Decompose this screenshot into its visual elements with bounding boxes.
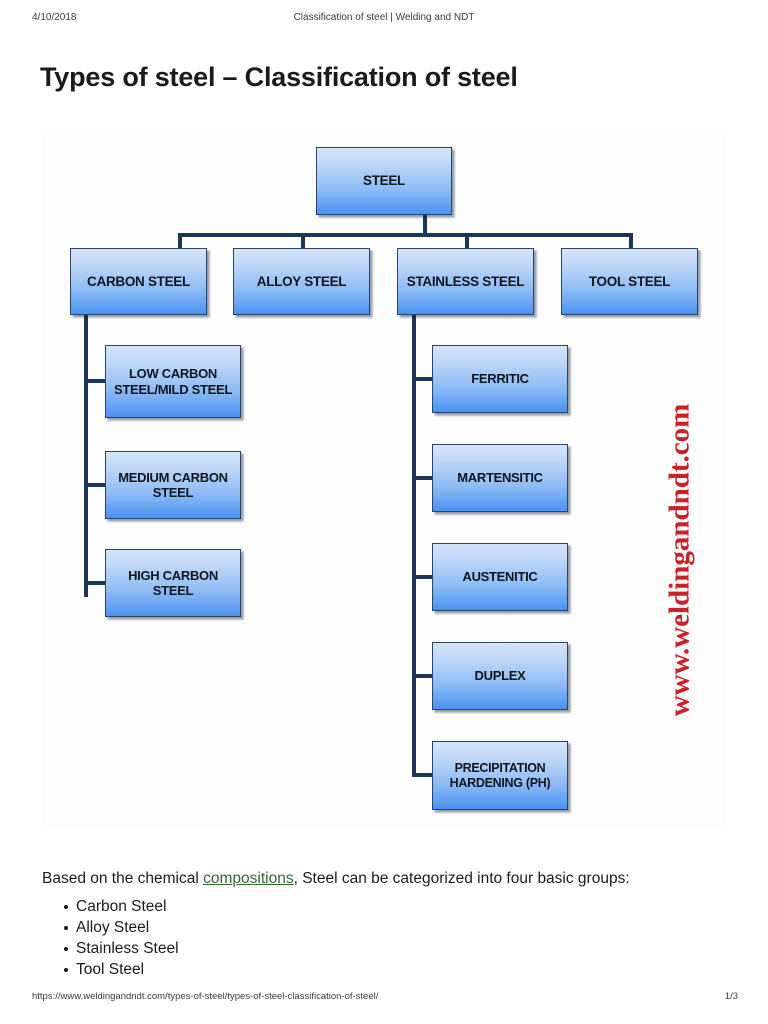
- connector-carbon-branch-2: [84, 483, 107, 487]
- node-austenitic-label: AUSTENITIC: [462, 569, 538, 585]
- connector-carbon-branch-1: [84, 379, 107, 383]
- list-item-label: Tool Steel: [76, 961, 145, 978]
- intro-text-before: Based on the chemical: [42, 869, 204, 887]
- node-tool-steel[interactable]: TOOL STEEL: [561, 248, 698, 315]
- node-low-carbon-steel[interactable]: LOW CARBON STEEL/MILD STEEL: [105, 345, 241, 418]
- node-ferritic[interactable]: FERRITIC: [432, 345, 568, 413]
- connector-stainless-branch-1: [412, 377, 436, 381]
- connector-drop-stainless: [465, 233, 469, 248]
- list-item: Alloy Steel: [64, 917, 464, 938]
- node-stainless-steel[interactable]: STAINLESS STEEL: [397, 248, 534, 315]
- node-carbon-steel-label: CARBON STEEL: [87, 273, 190, 289]
- connector-level1-bus: [178, 233, 633, 237]
- node-tool-steel-label: TOOL STEEL: [588, 273, 671, 289]
- node-martensitic-label: MARTENSITIC: [457, 470, 543, 486]
- print-date: 4/10/2018: [32, 12, 77, 23]
- node-low-carbon-steel-label: LOW CARBON STEEL/MILD STEEL: [114, 366, 232, 397]
- print-header: 4/10/2018 Classification of steel | Weld…: [0, 12, 768, 28]
- node-medium-carbon-steel[interactable]: MEDIUM CARBON STEEL: [105, 451, 241, 519]
- connector-stainless-branch-3: [412, 575, 436, 579]
- intro-paragraph: Based on the chemical compositions, Stee…: [42, 869, 722, 889]
- node-steel[interactable]: STEEL: [316, 147, 452, 215]
- node-high-carbon-steel[interactable]: HIGH CARBON STEEL: [105, 549, 241, 617]
- connector-stainless-branch-2: [412, 476, 436, 480]
- node-steel-label: STEEL: [362, 173, 405, 189]
- list-item: Carbon Steel: [64, 896, 464, 917]
- connector-stainless-spine: [412, 315, 416, 777]
- node-ferritic-label: FERRITIC: [471, 371, 529, 387]
- connector-stainless-branch-4: [412, 674, 436, 678]
- print-footer-page-number: 1/3: [724, 991, 738, 1002]
- list-item-label: Stainless Steel: [76, 940, 179, 957]
- print-footer-url: https://www.weldingandndt.com/types-of-s…: [32, 991, 379, 1002]
- print-footer: https://www.weldingandndt.com/types-of-s…: [0, 991, 768, 1005]
- node-carbon-steel[interactable]: CARBON STEEL: [70, 248, 207, 315]
- steel-groups-list: Carbon Steel Alloy Steel Stainless Steel…: [42, 896, 464, 980]
- node-alloy-steel-label: ALLOY STEEL: [256, 273, 347, 289]
- node-high-carbon-steel-label: HIGH CARBON STEEL: [128, 567, 218, 598]
- intro-text-after: , Steel can be categorized into four bas…: [293, 869, 630, 887]
- node-precipitation-hardening-label: PRECIPITATION HARDENING (PH): [449, 760, 551, 790]
- print-page-title: Classification of steel | Welding and ND…: [293, 12, 475, 23]
- connector-carbon-branch-3: [84, 581, 107, 585]
- connector-stainless-branch-5: [412, 773, 436, 777]
- node-austenitic[interactable]: AUSTENITIC: [432, 543, 568, 611]
- list-item: Tool Steel: [64, 959, 464, 980]
- node-precipitation-hardening[interactable]: PRECIPITATION HARDENING (PH): [432, 741, 568, 810]
- connector-root-stem: [423, 215, 427, 236]
- list-item-label: Carbon Steel: [76, 898, 167, 915]
- connector-carbon-spine: [84, 315, 88, 597]
- node-medium-carbon-steel-label: MEDIUM CARBON STEEL: [118, 469, 228, 500]
- connector-drop-carbon: [178, 233, 182, 248]
- site-watermark: www.weldingandndt.com: [660, 400, 700, 720]
- connector-drop-tool: [629, 233, 633, 248]
- node-martensitic[interactable]: MARTENSITIC: [432, 444, 568, 512]
- node-alloy-steel[interactable]: ALLOY STEEL: [233, 248, 370, 315]
- steel-classification-diagram: STEEL CARBON STEEL ALLOY STEEL STAINLESS…: [42, 130, 726, 828]
- site-watermark-text: www.weldingandndt.com: [663, 403, 696, 717]
- node-duplex[interactable]: DUPLEX: [432, 642, 568, 710]
- list-item: Stainless Steel: [64, 938, 464, 959]
- connector-drop-alloy: [301, 233, 305, 248]
- compositions-link[interactable]: compositions: [203, 869, 294, 887]
- node-duplex-label: DUPLEX: [474, 668, 526, 684]
- list-item-label: Alloy Steel: [76, 919, 150, 936]
- page-title: Types of steel – Classification of steel: [40, 62, 518, 93]
- node-stainless-steel-label: STAINLESS STEEL: [406, 273, 525, 289]
